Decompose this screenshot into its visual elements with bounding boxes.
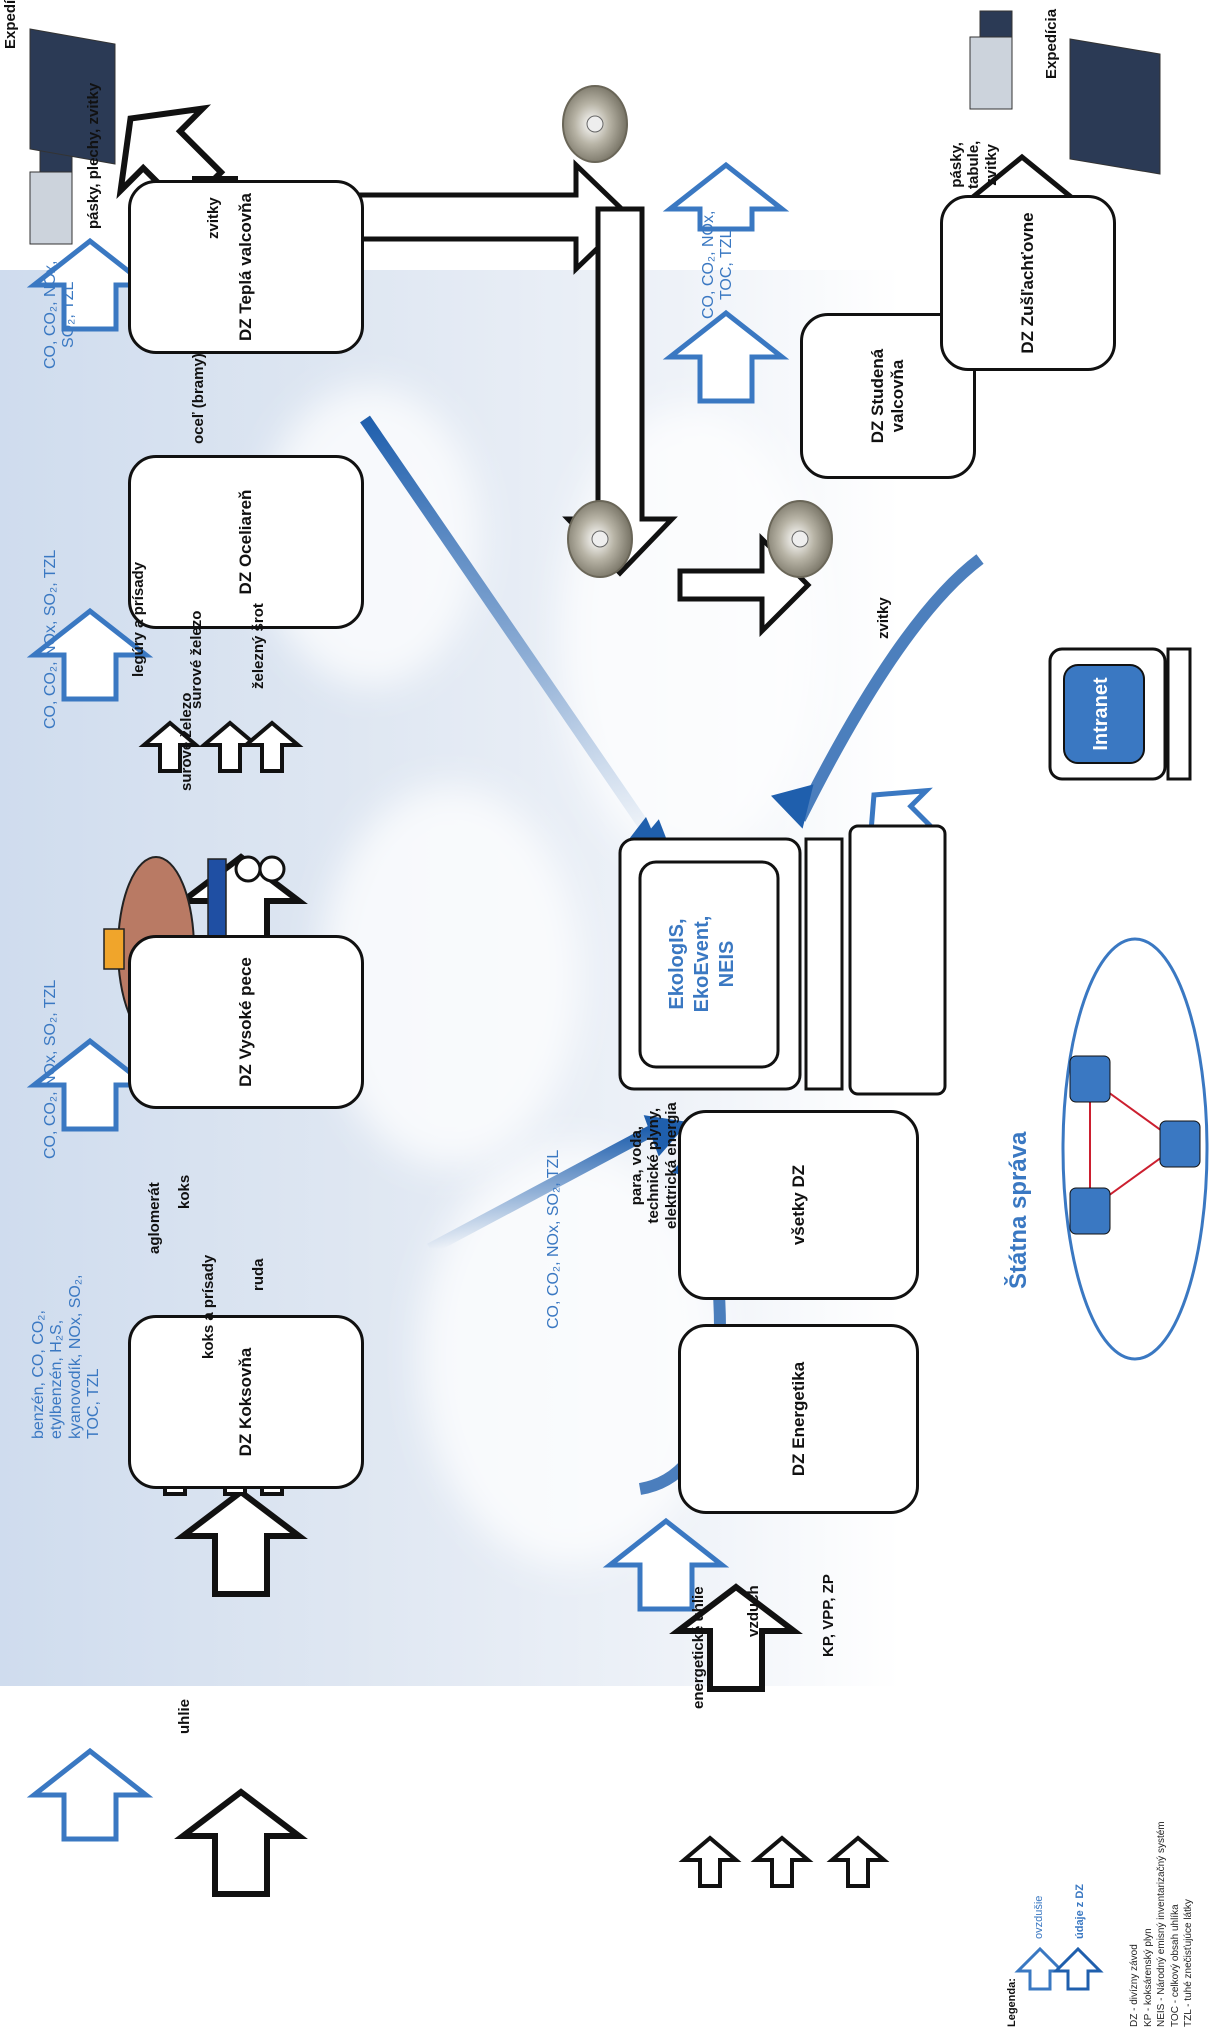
flow-arrow — [669, 1583, 803, 1692]
data-arrow — [360, 415, 665, 853]
legend-abbr: KP - koksárenský plyn — [1142, 1928, 1154, 2027]
train-icon — [1069, 38, 1161, 175]
legend-abbr: DZ - divízny závod — [1129, 1944, 1140, 2027]
emission-arrow — [26, 607, 154, 702]
legend-abbr: NEIS - Národný emisný inventarizačný sys… — [1156, 1821, 1167, 2027]
emission-arrow — [26, 237, 154, 332]
state-network — [1061, 937, 1209, 1361]
emission-arrow — [26, 1037, 154, 1132]
flow-arrow — [174, 1488, 308, 1597]
flow-arrow — [174, 1788, 308, 1897]
emission-arrow — [602, 1517, 730, 1612]
legend-abbr: TZL - tuhé znečisťujúce látky — [1183, 1899, 1194, 2027]
legend-udaje-icon — [1052, 1946, 1104, 1991]
legend-ovzdusie: ovzdušie — [1033, 1895, 1045, 1939]
truck-icon — [969, 10, 1013, 110]
data-arrow — [794, 554, 984, 822]
legend-abbr: TOC - celkový obsah uhlíka — [1169, 1904, 1181, 2027]
legend-ovzdusie-icon — [1014, 1946, 1066, 1991]
steel-coil — [562, 85, 628, 163]
legend-abbreviations: DZ - divízny závod KP - koksárenský plyn… — [1128, 1821, 1196, 2027]
emission-arrow — [26, 1747, 154, 1842]
steel-coil — [567, 500, 633, 578]
data-arrow — [427, 1123, 658, 1255]
steel-coil — [767, 500, 833, 578]
emission-arrow — [662, 309, 790, 404]
intranet-monitor — [1048, 647, 1192, 781]
computer — [618, 824, 947, 1096]
train-icon — [29, 28, 116, 165]
emission-arrow — [662, 161, 790, 232]
legend-udaje: údaje z DZ — [1074, 1883, 1086, 1939]
